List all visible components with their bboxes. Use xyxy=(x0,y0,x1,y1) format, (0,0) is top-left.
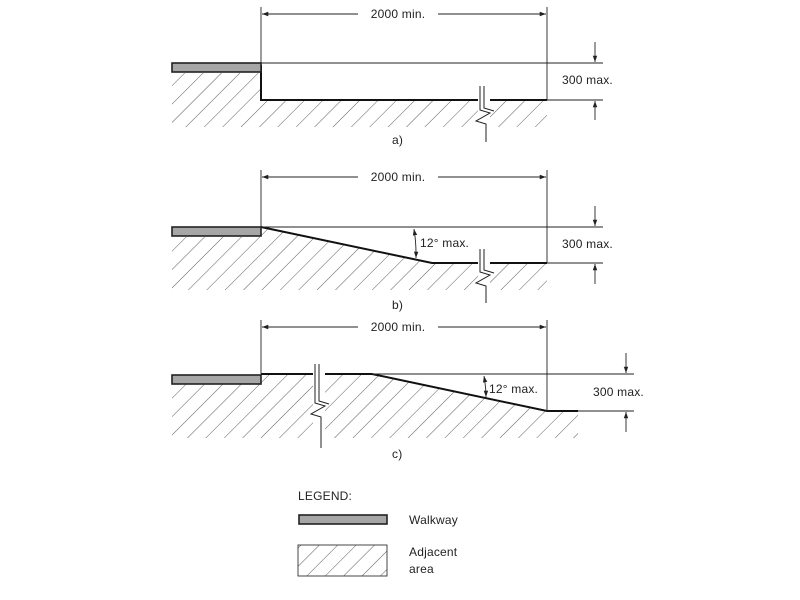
height-dimension-label: 300 max. xyxy=(562,73,613,87)
angle-label: 12° max. xyxy=(420,236,469,250)
diagram-a: 2000 min. 300 max. a) xyxy=(171,7,613,147)
caption-b: b) xyxy=(392,298,403,312)
ground-profile xyxy=(260,65,547,101)
walkway-slab xyxy=(171,374,262,385)
diagram-c: 12° max. 2000 min. 300 max. c) xyxy=(171,320,644,461)
legend-walkway-label: Walkway xyxy=(409,513,458,527)
width-dimension-label: 2000 min. xyxy=(371,7,426,21)
walkway-slab xyxy=(171,226,262,237)
height-dimension-label: 300 max. xyxy=(593,385,644,399)
legend-walkway-swatch xyxy=(298,514,388,525)
break-symbol xyxy=(474,86,495,142)
adjacent-area-hatch xyxy=(172,227,547,290)
angle-arc xyxy=(482,375,489,398)
legend-adjacent-swatch xyxy=(297,544,388,577)
width-dimension-label: 2000 min. xyxy=(371,320,426,334)
caption-a: a) xyxy=(392,133,403,147)
walkway-slab xyxy=(171,62,262,73)
diagram-b: 12° max. 2000 min. 300 max. b) xyxy=(171,170,613,312)
break-symbol xyxy=(474,249,495,303)
ground-profile xyxy=(260,226,547,264)
angle-label: 12° max. xyxy=(489,382,538,396)
break-symbol xyxy=(309,364,330,448)
legend-adjacent-label-line1: Adjacent xyxy=(409,545,458,559)
width-dimension-label: 2000 min. xyxy=(371,170,426,184)
legend-adjacent-label-line2: area xyxy=(409,562,434,576)
angle-arc xyxy=(412,228,419,259)
caption-c: c) xyxy=(392,447,402,461)
adjacent-area-hatch xyxy=(172,374,578,438)
legend-title: LEGEND: xyxy=(298,489,352,503)
height-dimension-label: 300 max. xyxy=(562,237,613,251)
legend: LEGEND: Walkway Adjacent area xyxy=(297,489,458,577)
